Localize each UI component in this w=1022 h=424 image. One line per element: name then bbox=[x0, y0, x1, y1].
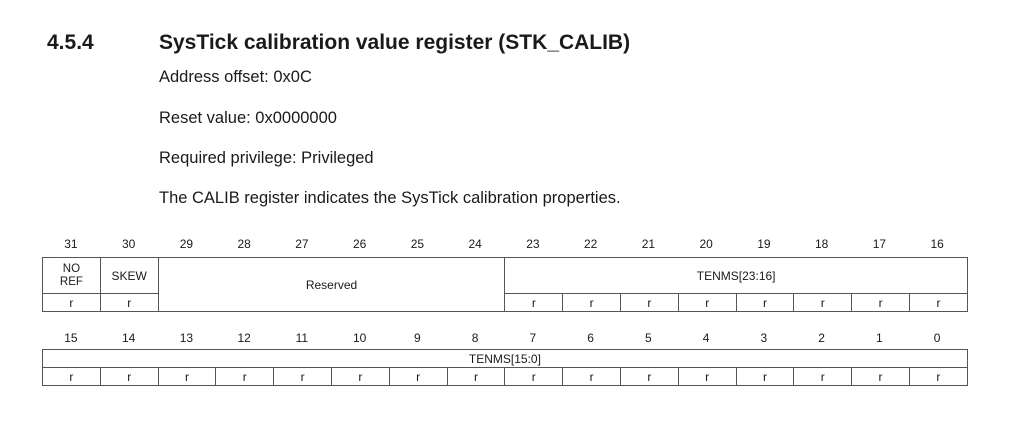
bit-number: 3 bbox=[760, 331, 768, 345]
access-type: r bbox=[735, 293, 795, 312]
lower-bit-numbers: 15 14 13 12 11 10 9 8 7 6 5 4 3 2 1 0 bbox=[42, 330, 966, 346]
lower-access-row: r r r r r r r r r r r r r r r r bbox=[42, 367, 968, 386]
bit-number: 6 bbox=[587, 331, 594, 345]
lower-register-table: TENMS[15:0] r r r r r r r r r r r r r r … bbox=[42, 349, 968, 386]
access-type: r bbox=[99, 367, 159, 386]
required-privilege: Required privilege: Privileged bbox=[159, 149, 374, 167]
tenms-low-field: TENMS[15:0] bbox=[42, 349, 968, 368]
upper-access-row: r r r r r r r r r r bbox=[42, 293, 968, 312]
bit-number: 9 bbox=[414, 331, 421, 345]
bit-number: 16 bbox=[930, 237, 944, 251]
access-type: r bbox=[908, 367, 968, 386]
bit-number: 21 bbox=[641, 237, 656, 251]
upper-field-row: NO REF SKEW Reserved TENMS[23:16] bbox=[42, 257, 968, 312]
access-type: r bbox=[562, 293, 622, 312]
reserved-field: Reserved bbox=[157, 257, 506, 312]
access-type: r bbox=[504, 367, 564, 386]
noref-field: NO REF bbox=[42, 257, 101, 294]
access-type: r bbox=[735, 367, 795, 386]
bit-number: 18 bbox=[814, 237, 829, 251]
bit-number: 31 bbox=[64, 237, 78, 251]
bit-number: 25 bbox=[410, 237, 425, 251]
access-type: r bbox=[273, 367, 332, 386]
reset-value: Reset value: 0x0000000 bbox=[159, 109, 337, 127]
access-type: r bbox=[677, 293, 737, 312]
bit-number: 20 bbox=[699, 237, 713, 251]
skew-field: SKEW bbox=[99, 257, 159, 294]
access-type: r bbox=[157, 367, 217, 386]
bit-number: 27 bbox=[295, 237, 309, 251]
access-type: r bbox=[42, 367, 101, 386]
bit-number: 8 bbox=[471, 331, 479, 345]
bit-number: 10 bbox=[352, 331, 367, 345]
access-type: r bbox=[215, 367, 275, 386]
bit-number: 24 bbox=[468, 237, 482, 251]
bit-number: 28 bbox=[237, 237, 251, 251]
bit-number: 4 bbox=[702, 331, 710, 345]
access-type: r bbox=[620, 293, 679, 312]
access-type: r bbox=[562, 367, 621, 386]
bit-number: 13 bbox=[179, 331, 194, 345]
access-type: r bbox=[851, 367, 910, 386]
access-type: r bbox=[446, 367, 506, 386]
bit-number: 1 bbox=[876, 331, 883, 345]
access-type: r bbox=[504, 293, 564, 312]
access-type: r bbox=[851, 293, 910, 312]
bit-number: 2 bbox=[818, 331, 825, 345]
bit-number: 0 bbox=[933, 331, 941, 345]
address-offset: Address offset: 0x0C bbox=[159, 68, 312, 86]
noref-label-line2: REF bbox=[59, 275, 83, 288]
access-type: r bbox=[330, 367, 390, 386]
access-type: r bbox=[793, 367, 853, 386]
bit-number: 23 bbox=[526, 237, 540, 251]
bit-number: 22 bbox=[583, 237, 598, 251]
bit-number: 14 bbox=[121, 331, 136, 345]
bit-number: 15 bbox=[64, 331, 78, 345]
access-type: r bbox=[388, 367, 448, 386]
bit-number: 11 bbox=[295, 331, 309, 345]
section-title: SysTick calibration value register (STK_… bbox=[159, 31, 631, 54]
register-description: The CALIB register indicates the SysTick… bbox=[159, 189, 621, 207]
bit-number: 5 bbox=[645, 331, 652, 345]
access-type: r bbox=[42, 293, 101, 312]
section-number: 4.5.4 bbox=[47, 31, 94, 54]
bit-number: 12 bbox=[237, 331, 251, 345]
tenms-high-field: TENMS[23:16] bbox=[504, 257, 968, 294]
bit-number: 7 bbox=[529, 331, 537, 345]
lower-field-row: TENMS[15:0] bbox=[42, 349, 968, 368]
bit-number: 29 bbox=[179, 237, 194, 251]
access-type: r bbox=[793, 293, 853, 312]
noref-label-line1: NO bbox=[62, 262, 81, 275]
access-type: r bbox=[619, 367, 679, 386]
bit-number: 19 bbox=[757, 237, 771, 251]
bit-number: 17 bbox=[872, 237, 887, 251]
bit-number: 30 bbox=[121, 237, 136, 251]
access-type: r bbox=[909, 293, 968, 312]
upper-register-table: NO REF SKEW Reserved TENMS[23:16] r r r … bbox=[42, 257, 968, 312]
bit-number: 26 bbox=[352, 237, 367, 251]
access-type: r bbox=[677, 367, 737, 386]
access-type: r bbox=[99, 293, 159, 312]
upper-bit-numbers: 31 30 29 28 27 26 25 24 23 22 21 20 19 1… bbox=[42, 236, 966, 252]
